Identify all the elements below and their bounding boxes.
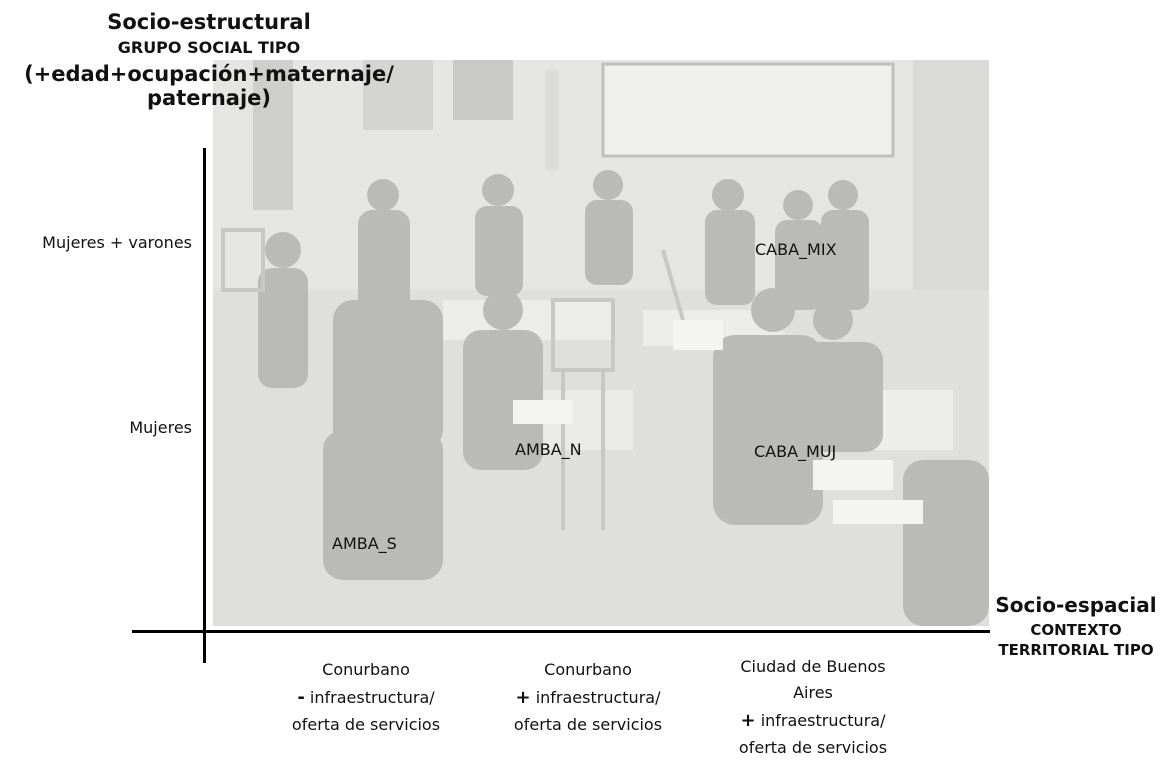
x-category-infra-text: infraestructura/	[535, 687, 661, 707]
y-axis-title-main: Socio-estructural	[107, 10, 311, 34]
x-axis-title: Socio-espacial CONTEXTO TERRITORIAL TIPO	[986, 592, 1166, 660]
y-axis-title-sub: GRUPO SOCIAL TIPO	[117, 37, 301, 57]
classroom-photo-illustration	[213, 60, 989, 626]
x-category-name: Conurbano	[544, 660, 632, 679]
group-label-caba-mix: CABA_MIX	[755, 240, 837, 259]
x-category-infra-text: infraestructura/	[309, 687, 435, 707]
x-category-conurbano-minus: Conurbano - infraestructura/ oferta de s…	[266, 657, 466, 738]
x-axis-title-sub: CONTEXTO TERRITORIAL TIPO	[998, 621, 1154, 659]
classroom-photo	[213, 60, 989, 626]
group-label-caba-muj: CABA_MUJ	[754, 442, 837, 461]
x-category-name: Conurbano	[322, 660, 410, 679]
x-axis-line	[132, 630, 990, 633]
x-category-services: oferta de servicios	[738, 737, 888, 757]
x-category-infra-text: infraestructura/	[760, 710, 886, 730]
y-axis-title: Socio-estructural GRUPO SOCIAL TIPO (+ed…	[20, 10, 398, 111]
y-category-mujeres: Mujeres	[129, 418, 192, 437]
x-category-conurbano-plus: Conurbano + infraestructura/ oferta de s…	[488, 657, 688, 738]
x-category-caba-plus: Ciudad de Buenos Aires + infraestructura…	[723, 654, 903, 761]
x-category-infra: + infraestructura/	[723, 706, 903, 735]
x-axis-title-main: Socio-espacial	[995, 593, 1157, 617]
group-label-amba-n: AMBA_N	[515, 440, 582, 459]
y-axis-title-detail: (+edad+ocupación+maternaje/ paternaje)	[24, 61, 394, 111]
x-category-services: oferta de servicios	[291, 715, 441, 735]
group-label-amba-s: AMBA_S	[332, 534, 397, 553]
minus-sign: -	[297, 686, 305, 708]
plus-sign: +	[515, 686, 531, 708]
x-category-infra: + infraestructura/	[488, 683, 688, 712]
plus-sign: +	[740, 709, 756, 731]
y-axis-line	[203, 148, 206, 663]
x-category-infra: - infraestructura/	[266, 683, 466, 712]
y-category-mujeres-varones: Mujeres + varones	[42, 233, 192, 252]
x-category-name: Ciudad de Buenos Aires	[740, 657, 886, 702]
x-category-services: oferta de servicios	[513, 715, 663, 735]
